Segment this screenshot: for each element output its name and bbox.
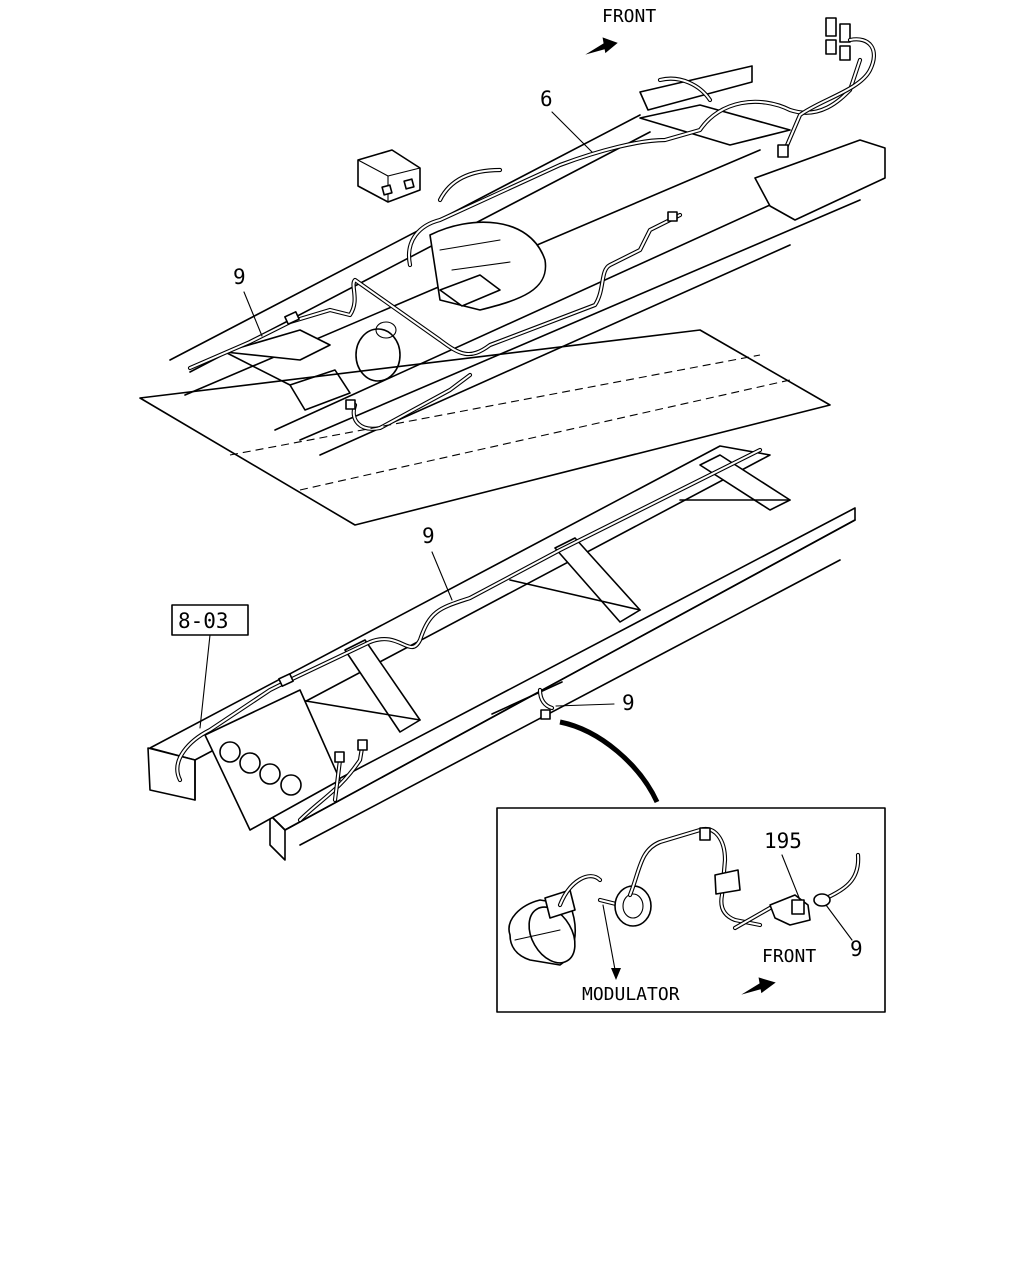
- callout-9-detail-label: 9: [850, 937, 863, 961]
- callout-9-side-label: 9: [622, 691, 635, 715]
- modulator-label: MODULATOR: [582, 984, 680, 1005]
- callout-9-upper-label: 9: [233, 265, 246, 289]
- detail-inset: [496, 807, 886, 1013]
- callout-9-side: 9: [555, 691, 635, 715]
- callout-9-middle-label: 9: [422, 524, 435, 548]
- front-label-top: FRONT: [602, 6, 656, 27]
- callout-9-detail: 9: [825, 904, 863, 961]
- section-plane: [139, 329, 831, 526]
- lower-chassis-assembly: [147, 445, 856, 861]
- callout-195-label: 195: [764, 829, 802, 853]
- modulator-callout: MODULATOR: [582, 904, 680, 1005]
- ref-box-8-03: 8-03: [171, 604, 249, 729]
- detail-leader-arrow: [559, 719, 660, 804]
- callout-6-label: 6: [540, 87, 553, 111]
- callout-195: 195: [764, 829, 802, 901]
- upper-chassis-assembly: [169, 17, 886, 456]
- front-label-detail: FRONT: [762, 946, 816, 967]
- callout-6: 6: [540, 87, 593, 153]
- callout-9-upper: 9: [233, 265, 263, 337]
- ref-box-label: 8-03: [178, 609, 229, 633]
- front-arrow-detail: FRONT: [741, 946, 816, 995]
- callout-9-middle: 9: [422, 524, 453, 601]
- front-arrow-top: FRONT: [585, 6, 656, 55]
